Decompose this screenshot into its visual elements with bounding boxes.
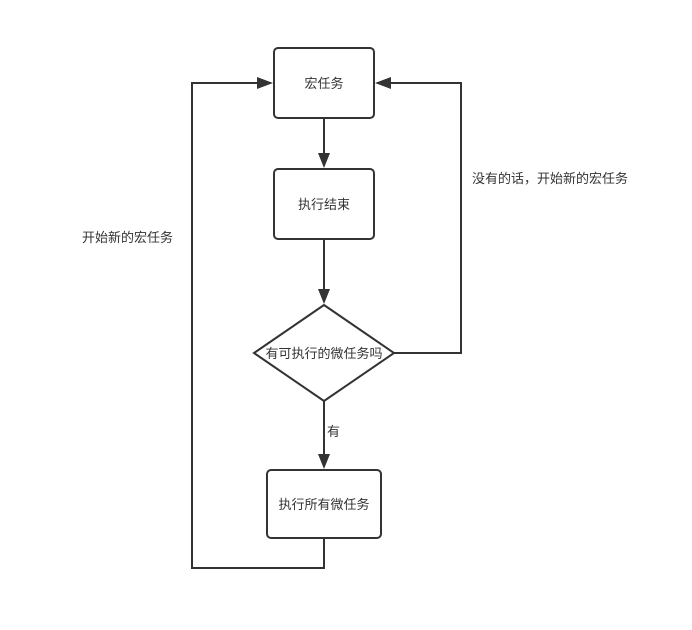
node-exec-all-micro-label: 执行所有微任务 [278,497,369,513]
arrowhead-down-icon [318,153,330,168]
node-exec-end[interactable]: 执行结束 [273,168,375,240]
edge-decision-no: 没有的话，开始新的宏任务 [375,77,628,354]
edge-decision-yes: 有 [318,401,340,469]
arrowhead-down-icon [318,289,330,304]
arrowhead-down-icon [318,454,330,469]
node-macro-task[interactable]: 宏任务 [273,47,375,119]
arrowhead-right-icon [257,77,273,89]
node-has-micro-label: 有可执行的微任务吗 [265,346,382,362]
node-exec-end-label: 执行结束 [298,198,350,213]
edge-yes-label: 有 [327,425,340,440]
edge-new-macro-label: 开始新的宏任务 [82,230,173,246]
arrowhead-left-icon [375,77,391,89]
edge-micro-to-macro: 开始新的宏任务 [82,77,325,569]
node-has-micro-decision[interactable]: 有可执行的微任务吗 [252,303,396,403]
node-macro-task-label: 宏任务 [304,76,343,92]
edge-macro-to-end [318,118,330,168]
edge-no-label: 没有的话，开始新的宏任务 [472,171,628,187]
node-exec-all-micro[interactable]: 执行所有微任务 [266,469,382,539]
edge-end-to-decision [318,239,330,304]
